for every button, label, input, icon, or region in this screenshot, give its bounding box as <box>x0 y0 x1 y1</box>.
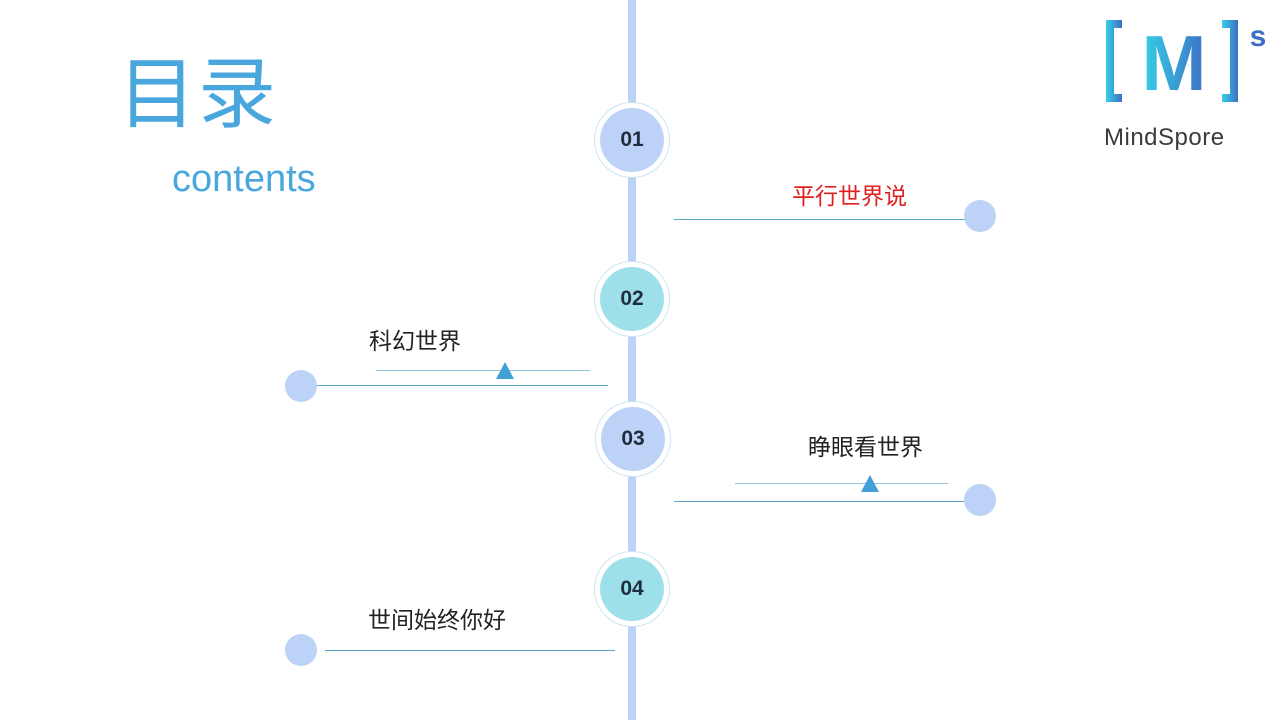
item-3-connector <box>674 501 972 502</box>
item-1-dot <box>964 200 996 232</box>
item-3-label: 睁眼看世界 <box>808 435 923 461</box>
item-2-connector <box>306 385 608 386</box>
item-1-label: 平行世界说 <box>792 184 907 210</box>
logo-letter-m: M <box>1142 19 1207 106</box>
logo-superscript: s <box>1250 20 1267 53</box>
item-3-dot <box>964 484 996 516</box>
item-4-connector <box>325 650 615 651</box>
item-3-underline <box>735 483 948 484</box>
item-2-label: 科幻世界 <box>369 329 461 355</box>
item-4-label: 世间始终你好 <box>368 608 506 634</box>
item-2-dot <box>285 370 317 402</box>
page-title: 目录 <box>118 50 279 140</box>
timeline-node-01: 01 <box>600 108 664 172</box>
timeline-node-02: 02 <box>600 267 664 331</box>
item-4-dot <box>285 634 317 666</box>
timeline-line <box>628 0 636 720</box>
mindspore-logo-icon: M s <box>1106 19 1267 106</box>
logo-text: MindSpore <box>1104 124 1225 151</box>
timeline-node-03: 03 <box>601 407 665 471</box>
item-1-connector <box>674 219 972 220</box>
timeline-node-04: 04 <box>600 557 664 621</box>
triangle-marker-icon <box>496 362 514 379</box>
page-subtitle: contents <box>172 158 316 200</box>
triangle-marker-icon <box>861 475 879 492</box>
item-2-underline <box>376 370 590 371</box>
